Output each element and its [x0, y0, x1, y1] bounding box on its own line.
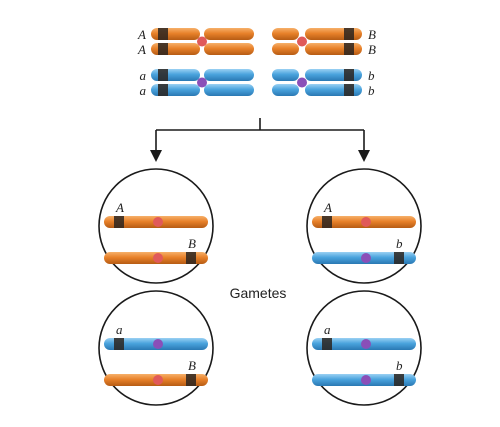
chromatid-arm: [272, 69, 299, 81]
centromere: [153, 375, 163, 385]
centromere: [197, 77, 207, 88]
gamete-chromosome: A: [104, 200, 208, 228]
gene-locus-band: [114, 338, 124, 350]
centromere: [361, 217, 371, 227]
allele-label-right: b: [368, 68, 375, 83]
gamete-chromosome: b: [312, 236, 416, 264]
gene-locus-band: [344, 84, 354, 96]
gamete-chromosome: a: [312, 322, 416, 350]
chromatid-arm: [204, 69, 254, 81]
gamete-chromosome: B: [104, 236, 208, 264]
gene-locus-band: [344, 43, 354, 55]
centromere: [361, 375, 371, 385]
chromatid-arm: [272, 84, 299, 96]
allele-label-left: a: [140, 68, 147, 83]
gene-locus-band: [344, 69, 354, 81]
gene-locus-band: [158, 84, 168, 96]
gamete-chromosome: A: [312, 200, 416, 228]
gamete-chromosome: b: [312, 358, 416, 386]
allele-label: b: [396, 358, 403, 373]
chromatid-arm: [204, 43, 254, 55]
centromere: [361, 339, 371, 349]
allele-label: B: [188, 358, 196, 373]
centromere: [153, 253, 163, 263]
allele-label: b: [396, 236, 403, 251]
gene-locus-band: [394, 252, 404, 264]
gene-locus-band: [344, 28, 354, 40]
chromatid-arm: [272, 43, 299, 55]
gene-locus-band: [158, 43, 168, 55]
chromatid-arm: [204, 28, 254, 40]
centromere: [297, 36, 307, 47]
centromere: [197, 36, 207, 47]
centromere: [153, 217, 163, 227]
allele-label-right: B: [368, 42, 376, 57]
gamete-chromosome: a: [104, 322, 208, 350]
gene-locus-band: [186, 374, 196, 386]
centromere: [153, 339, 163, 349]
gene-locus-band: [158, 28, 168, 40]
allele-label: B: [188, 236, 196, 251]
chromatid-arm: [272, 28, 299, 40]
allele-label-left: A: [137, 27, 146, 42]
gametes-caption: Gametes: [230, 285, 287, 301]
centromere: [297, 77, 307, 88]
allele-label: a: [116, 322, 123, 337]
gamete-chromosome: B: [104, 358, 208, 386]
gene-locus-band: [322, 338, 332, 350]
allele-label-left: a: [140, 83, 147, 98]
gamete-cell: aB: [98, 290, 214, 406]
gene-locus-band: [322, 216, 332, 228]
gamete-cell: ab: [306, 290, 422, 406]
gene-locus-band: [158, 69, 168, 81]
allele-label: a: [324, 322, 331, 337]
centromere: [361, 253, 371, 263]
allele-label-left: A: [137, 42, 146, 57]
gamete-cell: Ab: [306, 168, 422, 284]
allele-label: A: [323, 200, 332, 215]
right-arrowhead: [358, 150, 370, 162]
left-arrowhead: [150, 150, 162, 162]
gamete-cell: AB: [98, 168, 214, 284]
chromatid-arm: [204, 84, 254, 96]
gene-locus-band: [114, 216, 124, 228]
gene-locus-band: [394, 374, 404, 386]
gene-locus-band: [186, 252, 196, 264]
allele-label-right: b: [368, 83, 375, 98]
allele-label: A: [115, 200, 124, 215]
allele-label-right: B: [368, 27, 376, 42]
division-arrows: [150, 118, 370, 162]
